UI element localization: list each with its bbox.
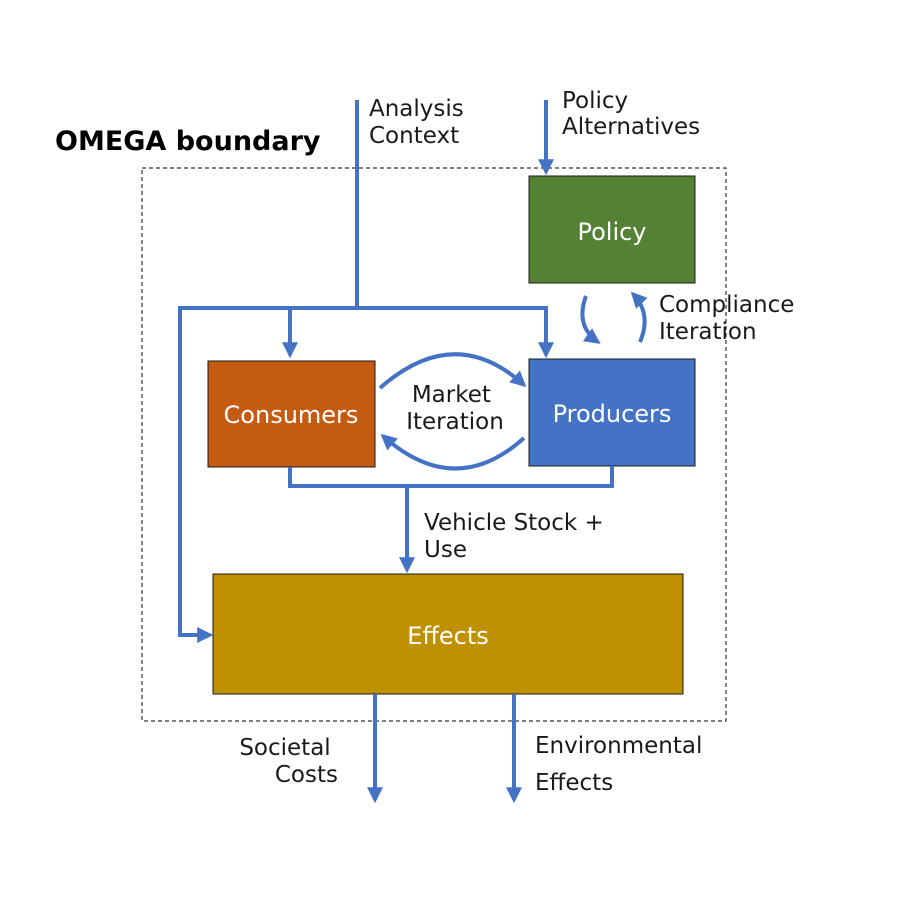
environmental-effects-label: Environmental Effects: [535, 733, 710, 796]
market-iteration-label: Market Iteration: [406, 382, 504, 435]
policy-box: Policy: [528, 175, 696, 284]
analysis-context-label: Analysis Context: [369, 96, 471, 149]
omega-boundary-frame: [141, 167, 727, 722]
producers-box: Producers: [528, 358, 696, 467]
compliance-iteration-label: Compliance Iteration: [659, 292, 802, 345]
consumers-box: Consumers: [207, 360, 376, 468]
analysis-context-flow: [178, 100, 554, 643]
policy-box-label: Policy: [577, 218, 646, 246]
omega-boundary-title: OMEGA boundary: [55, 126, 321, 157]
market-iteration-arrows: [378, 352, 527, 471]
compliance-iteration-arrows: [580, 291, 648, 344]
effects-box: Effects: [212, 573, 684, 695]
policy-alternatives-label: Policy Alternatives: [562, 88, 700, 140]
vehicle-stock-flow: [288, 466, 614, 574]
societal-costs-label: Societal Costs: [239, 735, 338, 788]
effects-box-label: Effects: [407, 622, 489, 650]
vehicle-stock-label: Vehicle Stock + Use: [424, 510, 611, 563]
producers-box-label: Producers: [553, 400, 672, 428]
consumers-box-label: Consumers: [224, 401, 359, 429]
